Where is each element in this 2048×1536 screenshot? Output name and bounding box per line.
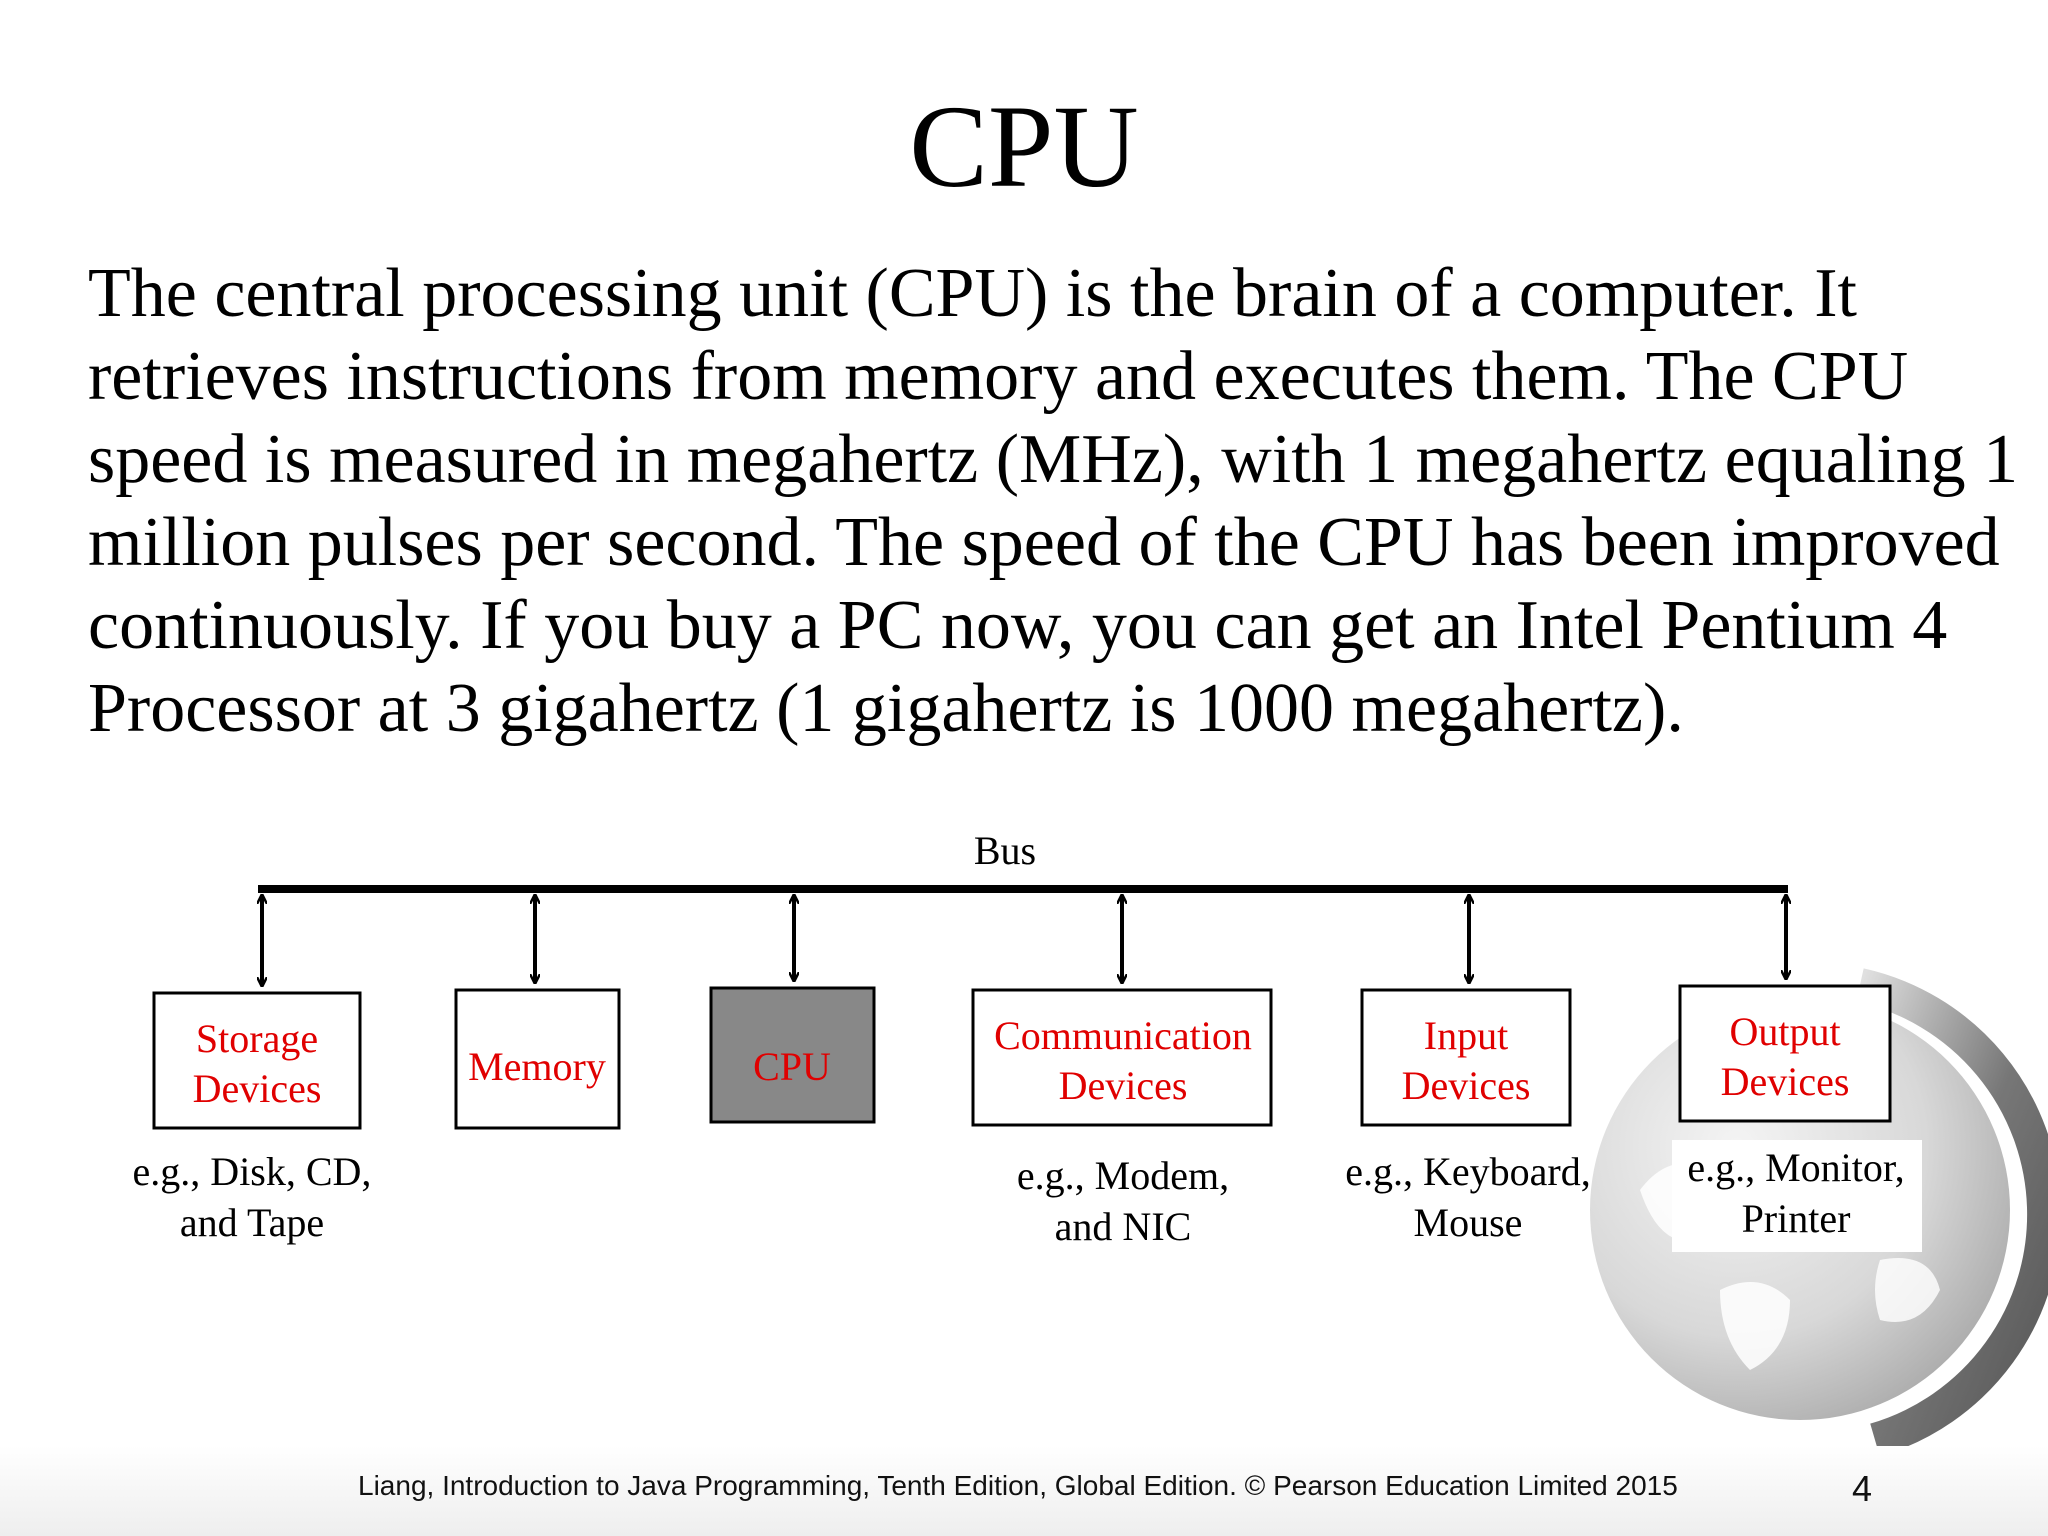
input-devices-example-1: e.g., Keyboard, — [1345, 1149, 1590, 1194]
input-devices-box — [1360, 988, 1572, 1127]
body-line: retrieves instructions from memory and e… — [88, 338, 1909, 415]
memory-box — [454, 988, 621, 1130]
output-devices-label-1: Output — [1729, 1009, 1840, 1054]
output-devices-example-1: e.g., Monitor, — [1687, 1145, 1904, 1190]
bus-label: Bus — [974, 828, 1036, 873]
communication-devices-box — [971, 988, 1273, 1127]
communication-devices-label-2: Devices — [1059, 1063, 1188, 1108]
input-devices-example-2: Mouse — [1414, 1200, 1523, 1245]
communication-devices-label-1: Communication — [994, 1013, 1252, 1058]
cpu-component: CPU — [709, 896, 876, 1124]
storage-devices-label-1: Storage — [196, 1016, 318, 1061]
input-devices-component: Input Devices e.g., Keyboard, Mouse — [1345, 896, 1591, 1245]
communication-devices-example-2: and NIC — [1055, 1204, 1192, 1249]
slide-body: The central processing unit (CPU) is the… — [88, 252, 2019, 750]
output-devices-box — [1678, 984, 1892, 1123]
output-devices-component: Output Devices e.g., Monitor, Printer — [1672, 896, 1922, 1252]
storage-devices-example-2: and Tape — [180, 1200, 324, 1245]
page-number: 4 — [1852, 1468, 1873, 1509]
footer-citation: Liang, Introduction to Java Programming,… — [358, 1470, 1678, 1501]
output-devices-example-2: Printer — [1742, 1196, 1851, 1241]
memory-component: Memory — [454, 896, 621, 1130]
cpu-label: CPU — [753, 1044, 831, 1089]
communication-devices-example-1: e.g., Modem, — [1017, 1153, 1229, 1198]
cpu-box — [709, 986, 876, 1124]
body-line: speed is measured in megahertz (MHz), wi… — [88, 421, 2019, 498]
memory-label: Memory — [468, 1044, 606, 1089]
body-line: million pulses per second. The speed of … — [88, 504, 2000, 581]
body-line: continuously. If you buy a PC now, you c… — [88, 587, 1948, 664]
storage-devices-label-2: Devices — [193, 1066, 322, 1111]
storage-devices-box — [152, 991, 362, 1130]
output-devices-example-backdrop — [1672, 1140, 1922, 1252]
storage-devices-example-1: e.g., Disk, CD, — [133, 1149, 372, 1194]
body-line: The central processing unit (CPU) is the… — [88, 255, 1857, 332]
storage-devices-component: Storage Devices e.g., Disk, CD, and Tape — [133, 896, 372, 1245]
input-devices-label-1: Input — [1424, 1013, 1508, 1058]
body-line: Processor at 3 gigahertz (1 gigahertz is… — [88, 670, 1684, 747]
footer-bar — [0, 1446, 2048, 1536]
input-devices-label-2: Devices — [1402, 1063, 1531, 1108]
communication-devices-component: Communication Devices e.g., Modem, and N… — [971, 896, 1273, 1249]
output-devices-label-2: Devices — [1721, 1059, 1850, 1104]
slide-title: CPU — [909, 81, 1139, 212]
